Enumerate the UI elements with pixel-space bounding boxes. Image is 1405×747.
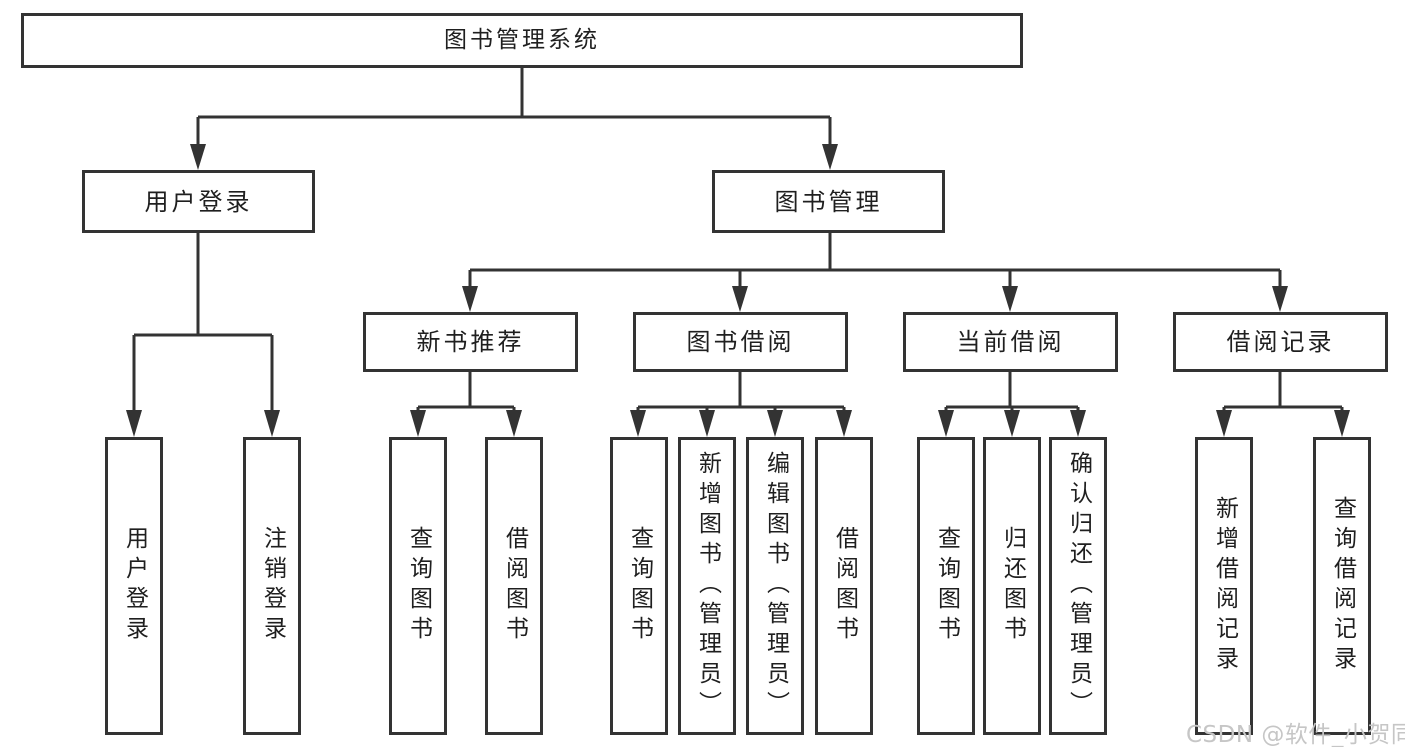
node-user-login: 用户登录 bbox=[82, 170, 315, 233]
leaf-query-books-current: 查询图书 bbox=[917, 437, 975, 735]
arrowhead bbox=[1216, 410, 1232, 437]
leaf-label: 新增借阅记录 bbox=[1211, 496, 1238, 676]
node-root: 图书管理系统 bbox=[21, 13, 1023, 68]
node-new-book-recommend: 新书推荐 bbox=[363, 312, 578, 372]
node-borrow-records: 借阅记录 bbox=[1173, 312, 1388, 372]
leaf-label: 查询图书 bbox=[626, 526, 653, 646]
leaf-query-borrow-record: 查询借阅记录 bbox=[1313, 437, 1371, 735]
connector-borrow-records-children bbox=[1222, 372, 1344, 412]
connector-book-borrow-children bbox=[636, 372, 846, 412]
arrowhead bbox=[410, 410, 426, 437]
leaf-edit-book-admin: 编辑图书（管理员） bbox=[746, 437, 804, 735]
connector-user-login-children bbox=[132, 233, 274, 412]
arrowhead bbox=[630, 410, 646, 437]
leaf-label: 借阅图书 bbox=[501, 526, 528, 646]
leaf-label: 查询图书 bbox=[933, 526, 960, 646]
arrowhead bbox=[1334, 410, 1350, 437]
connector-root-to-level2 bbox=[196, 68, 832, 146]
leaf-label: 确认归还（管理员） bbox=[1065, 451, 1092, 721]
leaf-query-books-borrow: 查询图书 bbox=[610, 437, 668, 735]
node-current-borrow: 当前借阅 bbox=[903, 312, 1118, 372]
leaf-label: 查询图书 bbox=[405, 526, 432, 646]
connector-current-borrow-children bbox=[944, 372, 1080, 412]
leaf-query-books-recommend: 查询图书 bbox=[389, 437, 447, 735]
arrowhead bbox=[732, 286, 748, 312]
arrowhead bbox=[1002, 286, 1018, 312]
arrowhead bbox=[767, 410, 783, 437]
leaf-label: 查询借阅记录 bbox=[1329, 496, 1356, 676]
arrowhead bbox=[938, 410, 954, 437]
leaf-borrow-books: 借阅图书 bbox=[815, 437, 873, 735]
leaf-label: 借阅图书 bbox=[831, 526, 858, 646]
arrowhead bbox=[699, 410, 715, 437]
arrowhead bbox=[126, 410, 142, 437]
arrowhead bbox=[190, 144, 206, 170]
leaf-label: 注销登录 bbox=[259, 526, 286, 646]
leaf-label: 用户登录 bbox=[121, 526, 148, 646]
leaf-add-borrow-record: 新增借阅记录 bbox=[1195, 437, 1253, 735]
arrowhead bbox=[462, 286, 478, 312]
leaf-label: 编辑图书（管理员） bbox=[762, 451, 789, 721]
leaf-user-login: 用户登录 bbox=[105, 437, 163, 735]
arrowhead bbox=[506, 410, 522, 437]
leaf-add-book-admin: 新增图书（管理员） bbox=[678, 437, 736, 735]
leaf-return-book: 归还图书 bbox=[983, 437, 1041, 735]
leaf-label: 归还图书 bbox=[999, 526, 1026, 646]
arrowhead bbox=[836, 410, 852, 437]
leaf-borrow-books-recommend: 借阅图书 bbox=[485, 437, 543, 735]
leaf-logout: 注销登录 bbox=[243, 437, 301, 735]
arrowhead bbox=[1004, 410, 1020, 437]
arrowhead bbox=[1070, 410, 1086, 437]
arrowhead bbox=[1272, 286, 1288, 312]
leaf-label: 新增图书（管理员） bbox=[694, 451, 721, 721]
arrowhead bbox=[264, 410, 280, 437]
connector-book-management-children bbox=[468, 233, 1282, 288]
arrowhead bbox=[822, 144, 838, 170]
leaf-confirm-return-admin: 确认归还（管理员） bbox=[1049, 437, 1107, 735]
csdn-watermark: CSDN @软件_小贺同学 bbox=[1186, 722, 1405, 747]
connector-new-book-recommend-children bbox=[416, 372, 516, 412]
node-book-borrow: 图书借阅 bbox=[633, 312, 848, 372]
node-book-management: 图书管理 bbox=[712, 170, 945, 233]
